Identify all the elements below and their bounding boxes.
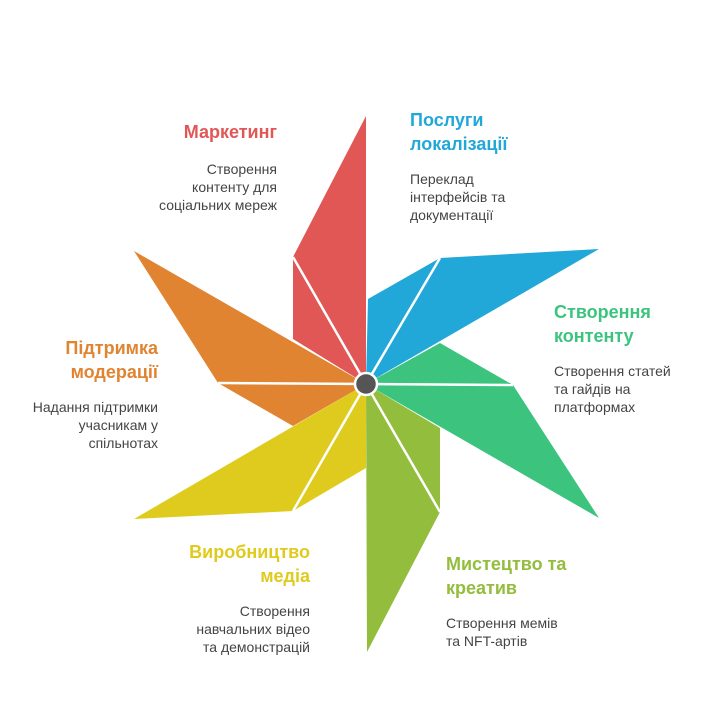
desc-marketing-line2: контенту для (192, 179, 277, 195)
desc-moderation-line3: спільнотах (88, 435, 158, 451)
title-moderation: Підтримка модерації (33, 336, 158, 384)
title-media: Виробництво медіа (189, 540, 310, 588)
desc-marketing: Створення контенту для соціальних мереж (159, 160, 277, 214)
desc-media: Створення навчальних відео та демонстрац… (189, 602, 310, 656)
title-content-line1: Створення (554, 302, 651, 322)
desc-content-line1: Створення статей (554, 363, 671, 379)
desc-moderation: Надання підтримки учасникам у спільнотах (33, 398, 158, 452)
title-art-line1: Мистецтво та (446, 554, 567, 574)
desc-marketing-line3: соціальних мереж (159, 197, 277, 213)
desc-art-line1: Створення мемів (446, 615, 558, 631)
title-marketing-line1: Маркетинг (183, 122, 277, 142)
desc-art-line2: та NFT-артів (446, 633, 528, 649)
label-art: Мистецтво та креатив Створення мемів та … (446, 552, 566, 650)
blade-dividers (217, 256, 514, 513)
label-localization: Послуги локалізації Переклад інтерфейсів… (410, 108, 508, 224)
desc-media-line2: навчальних відео (196, 621, 310, 637)
blade-moderation (134, 251, 366, 426)
desc-localization: Переклад інтерфейсів та документації (410, 170, 508, 224)
blade-marketing (293, 116, 366, 384)
desc-content-line3: платформах (554, 399, 636, 415)
label-marketing: Маркетинг Створення контенту для соціаль… (159, 120, 277, 214)
title-marketing: Маркетинг (159, 120, 277, 144)
desc-art: Створення мемів та NFT-артів (446, 614, 566, 650)
title-moderation-line1: Підтримка (65, 338, 158, 358)
title-localization-line1: Послуги (410, 110, 484, 130)
label-content: Створення контенту Створення статей та г… (554, 300, 671, 416)
title-media-line2: медіа (260, 566, 310, 586)
desc-moderation-line1: Надання підтримки (32, 399, 158, 415)
label-moderation: Підтримка модерації Надання підтримки уч… (33, 336, 158, 452)
center-hub (353, 371, 379, 397)
desc-marketing-line1: Створення (206, 161, 277, 177)
desc-media-line1: Створення (239, 603, 310, 619)
desc-content-line2: та гайдів на (554, 381, 631, 397)
blade-art (366, 384, 440, 652)
desc-localization-line1: Переклад (410, 171, 474, 187)
desc-content: Створення статей та гайдів на платформах (554, 362, 671, 416)
desc-moderation-line2: учасникам у (78, 417, 158, 433)
desc-localization-line2: інтерфейсів та (410, 189, 506, 205)
label-media: Виробництво медіа Створення навчальних в… (189, 540, 310, 656)
title-localization: Послуги локалізації (410, 108, 508, 156)
title-content-line2: контенту (554, 326, 634, 346)
title-moderation-line2: модерації (70, 362, 158, 382)
blade-content (366, 343, 599, 518)
desc-media-line3: та демонстрацій (203, 639, 310, 655)
title-art: Мистецтво та креатив (446, 552, 566, 600)
title-media-line1: Виробництво (189, 542, 310, 562)
title-content: Створення контенту (554, 300, 671, 348)
title-localization-line2: локалізації (410, 134, 508, 154)
blade-media (134, 384, 366, 519)
title-art-line2: креатив (446, 578, 517, 598)
desc-localization-line3: документації (410, 207, 494, 223)
